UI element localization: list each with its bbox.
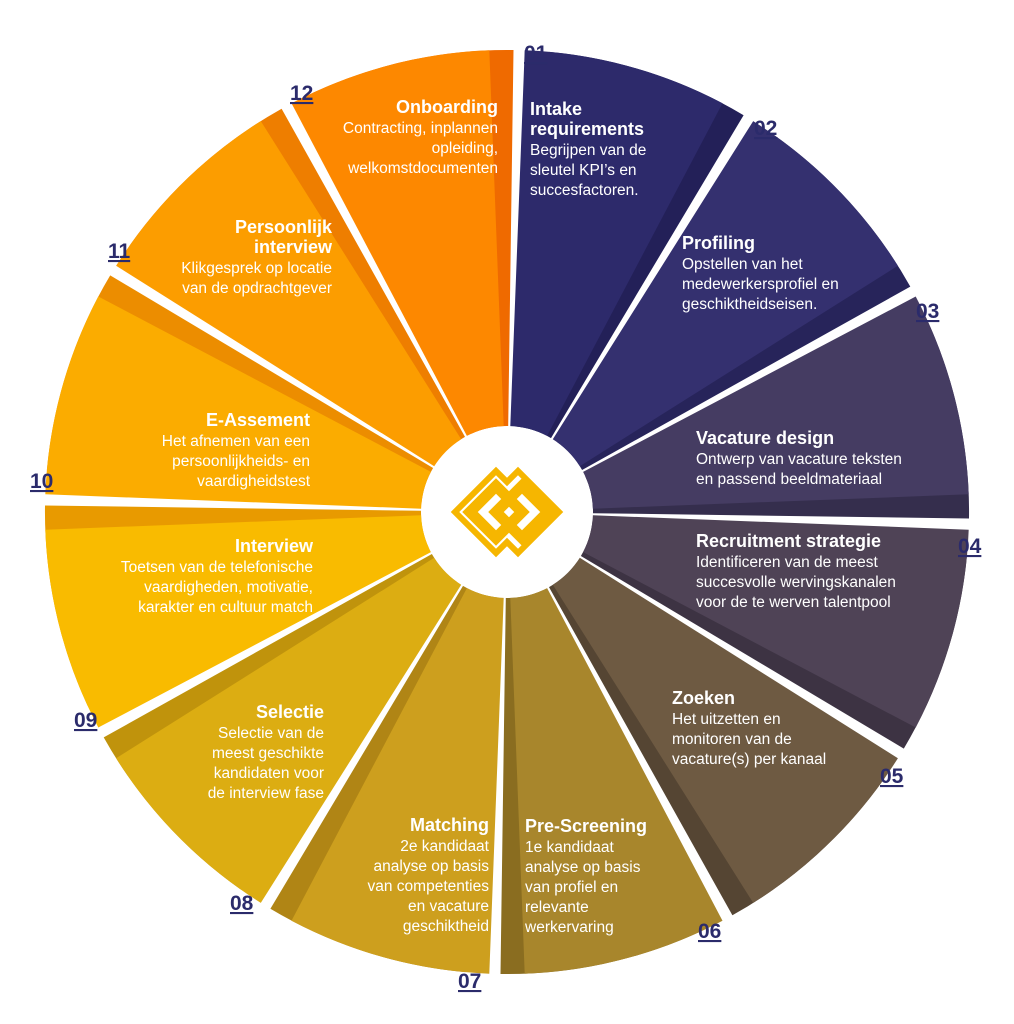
step-title-10: E-Assement (206, 410, 310, 430)
step-description-05: Het uitzetten en (672, 711, 781, 728)
segment-09 (45, 515, 431, 728)
step-number-01: 01 (524, 42, 548, 65)
step-number-08: 08 (230, 892, 254, 915)
step-number-07: 07 (458, 970, 481, 993)
step-description-02: medewerkersprofiel en (682, 276, 839, 293)
center-hub (423, 428, 591, 596)
step-description-09: Toetsen van de telefonische (121, 559, 313, 576)
step-description-03: Ontwerp van vacature teksten (696, 451, 902, 468)
step-description-12: opleiding, (432, 140, 498, 157)
step-title-05: Zoeken (672, 688, 735, 708)
step-title-01: Intake (530, 99, 582, 119)
step-description-06: analyse op basis (525, 859, 641, 876)
step-title-03: Vacature design (696, 428, 834, 448)
step-title-11: interview (254, 237, 333, 257)
segment-11 (116, 121, 462, 467)
step-title-04: Recruitment strategie (696, 531, 881, 551)
step-description-06: 1e kandidaat (525, 839, 614, 856)
step-description-01: sleutel KPI’s en (530, 162, 637, 179)
step-title-12: Onboarding (396, 97, 498, 117)
step-description-01: succesfactoren. (530, 182, 639, 199)
step-description-11: Klikgesprek op locatie (181, 260, 332, 277)
step-title-01: requirements (530, 119, 644, 139)
step-description-06: relevante (525, 899, 589, 916)
step-description-10: vaardigheidstest (197, 473, 311, 490)
step-title-08: Selectie (256, 702, 324, 722)
step-description-05: vacature(s) per kanaal (672, 751, 826, 768)
segment-05 (552, 557, 898, 903)
step-description-08: meest geschikte (212, 745, 324, 762)
step-description-08: Selectie van de (218, 725, 324, 742)
step-number-11: 11 (108, 240, 131, 263)
step-description-07: van competenties (368, 878, 490, 895)
step-description-07: analyse op basis (374, 858, 490, 875)
step-description-06: werkervaring (524, 919, 614, 936)
step-description-02: geschiktheidseisen. (682, 296, 817, 313)
segment-08 (116, 557, 462, 903)
step-number-03: 03 (916, 300, 939, 323)
step-title-06: Pre-Screening (525, 816, 647, 836)
step-description-10: Het afnemen van een (162, 433, 310, 450)
diamond-knot-logo-icon (450, 466, 564, 558)
step-number-04: 04 (958, 535, 982, 558)
step-title-09: Interview (235, 536, 314, 556)
step-number-02: 02 (754, 117, 777, 140)
step-description-09: vaardigheden, motivatie, (144, 579, 313, 596)
step-description-01: Begrijpen van de (530, 142, 646, 159)
segment-12 (291, 50, 504, 436)
step-number-10: 10 (30, 470, 53, 493)
step-description-02: Opstellen van het (682, 256, 803, 273)
segment-01 (510, 50, 723, 436)
step-description-12: Contracting, inplannen (343, 120, 498, 137)
step-title-07: Matching (410, 815, 489, 835)
step-title-11: Persoonlijk (235, 217, 333, 237)
step-description-12: welkomstdocumenten (347, 160, 498, 177)
segment-03 (583, 296, 969, 509)
step-number-06: 06 (698, 920, 721, 943)
segment-04 (583, 515, 969, 728)
step-title-02: Profiling (682, 233, 755, 253)
segment-07 (291, 588, 504, 974)
step-description-09: karakter en cultuur match (138, 599, 313, 616)
step-description-04: Identificeren van de meest (696, 554, 878, 571)
step-description-11: van de opdrachtgever (182, 280, 332, 297)
step-description-04: succesvolle wervingskanalen (696, 574, 896, 591)
segments-layer (44, 49, 970, 975)
step-description-08: de interview fase (208, 785, 324, 802)
segment-10 (45, 296, 431, 509)
step-number-05: 05 (880, 765, 904, 788)
step-description-07: geschiktheid (403, 918, 489, 935)
step-number-09: 09 (74, 709, 97, 732)
center-circle (423, 428, 591, 596)
step-description-03: en passend beeldmateriaal (696, 471, 882, 488)
step-number-12: 12 (290, 82, 313, 105)
step-description-08: kandidaten voor (214, 765, 324, 782)
step-description-04: voor de te werven talentpool (696, 594, 891, 611)
step-description-07: 2e kandidaat (400, 838, 489, 855)
segment-06 (510, 588, 723, 974)
segment-02 (552, 121, 898, 467)
step-description-07: en vacature (408, 898, 489, 915)
step-description-05: monitoren van de (672, 731, 792, 748)
step-description-06: van profiel en (525, 879, 618, 896)
step-description-10: persoonlijkheids- en (172, 453, 310, 470)
